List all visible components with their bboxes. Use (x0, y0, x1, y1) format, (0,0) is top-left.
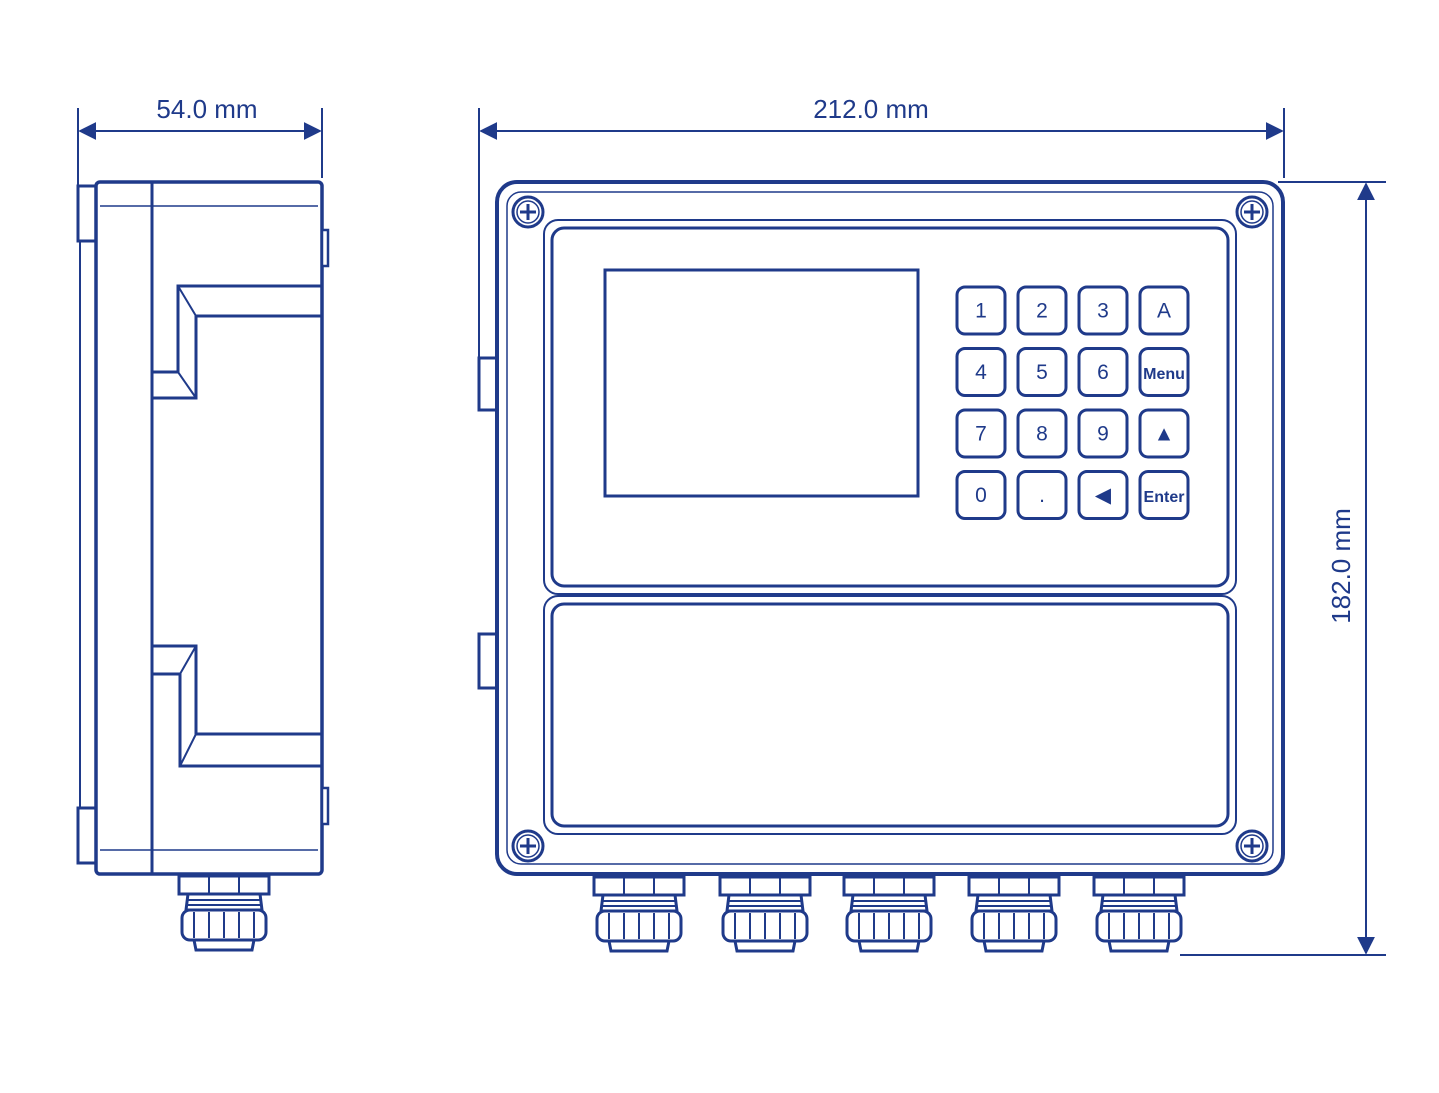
depth-dimension: 54.0 mm (77, 94, 323, 188)
key-cap[interactable] (1077, 285, 1129, 336)
depth-label: 54.0 mm (156, 94, 257, 124)
height-label: 182.0 mm (1326, 508, 1356, 624)
key-label: Enter (1144, 489, 1185, 506)
key-3-1[interactable]: . (1016, 470, 1068, 520)
key-label: 0 (975, 484, 987, 507)
screw-icon (1235, 829, 1269, 863)
key-label: 8 (1036, 423, 1048, 446)
key-cap[interactable] (1138, 470, 1190, 520)
key-label: 5 (1036, 361, 1048, 384)
key-0-1[interactable]: 2 (1016, 285, 1068, 336)
screw-icon (1235, 195, 1269, 229)
key-cap[interactable] (1077, 347, 1129, 397)
key-label: 2 (1036, 300, 1048, 323)
key-cap[interactable] (955, 285, 1007, 336)
key-label: A (1157, 300, 1171, 323)
key-1-0[interactable]: 4 (955, 347, 1007, 397)
key-cap[interactable] (1016, 285, 1068, 336)
cable-gland-icon (1092, 875, 1186, 953)
key-2-1[interactable]: 8 (1016, 408, 1068, 459)
key-label: ◀ (1095, 484, 1112, 507)
key-cap[interactable] (955, 347, 1007, 397)
key-cap[interactable] (1138, 285, 1190, 336)
key-3-3[interactable]: Enter (1138, 470, 1190, 520)
key-1-1[interactable]: 5 (1016, 347, 1068, 397)
key-cap[interactable] (955, 470, 1007, 520)
key-3-0[interactable]: 0 (955, 470, 1007, 520)
key-label: 1 (975, 300, 987, 323)
cable-gland-icon (177, 874, 271, 952)
screw-icon (511, 195, 545, 229)
cable-gland-icon (718, 875, 812, 953)
key-cap[interactable] (955, 408, 1007, 459)
key-label: 3 (1097, 300, 1109, 323)
key-label: 9 (1097, 423, 1109, 446)
key-label: 6 (1097, 361, 1109, 384)
key-0-0[interactable]: 1 (955, 285, 1007, 336)
key-3-2[interactable]: ◀ (1077, 470, 1129, 520)
display-screen (603, 268, 920, 498)
key-label: 7 (975, 423, 987, 446)
screw-icon (511, 829, 545, 863)
key-cap[interactable] (1077, 408, 1129, 459)
cable-gland-icon (967, 875, 1061, 953)
key-cap[interactable] (1138, 408, 1190, 459)
key-cap[interactable] (1016, 408, 1068, 459)
key-cap[interactable] (1077, 470, 1129, 520)
key-cap[interactable] (1016, 347, 1068, 397)
key-label: 4 (975, 361, 987, 384)
keypad: 1 2 3 A 4 5 6 Menu 7 8 9 ▲ 0. ◀ Enter (955, 285, 1190, 520)
key-2-2[interactable]: 9 (1077, 408, 1129, 459)
front-view: 1 2 3 A 4 5 6 Menu 7 8 9 ▲ 0. ◀ Enter (477, 180, 1285, 953)
key-0-3[interactable]: A (1138, 285, 1190, 336)
key-1-3[interactable]: Menu (1138, 347, 1190, 397)
key-label: ▲ (1154, 423, 1175, 446)
side-view (76, 180, 330, 952)
width-dimension: 212.0 mm (478, 94, 1285, 382)
key-2-3[interactable]: ▲ (1138, 408, 1190, 459)
key-label: Menu (1143, 366, 1185, 383)
width-label: 212.0 mm (813, 94, 929, 124)
key-1-2[interactable]: 6 (1077, 347, 1129, 397)
key-2-0[interactable]: 7 (955, 408, 1007, 459)
key-0-2[interactable]: 3 (1077, 285, 1129, 336)
key-cap[interactable] (1138, 347, 1190, 397)
key-cap[interactable] (1016, 470, 1068, 520)
height-dimension: 182.0 mm (1180, 181, 1386, 956)
cable-gland-icon (592, 875, 686, 953)
key-label: . (1039, 484, 1045, 507)
cable-gland-icon (842, 875, 936, 953)
